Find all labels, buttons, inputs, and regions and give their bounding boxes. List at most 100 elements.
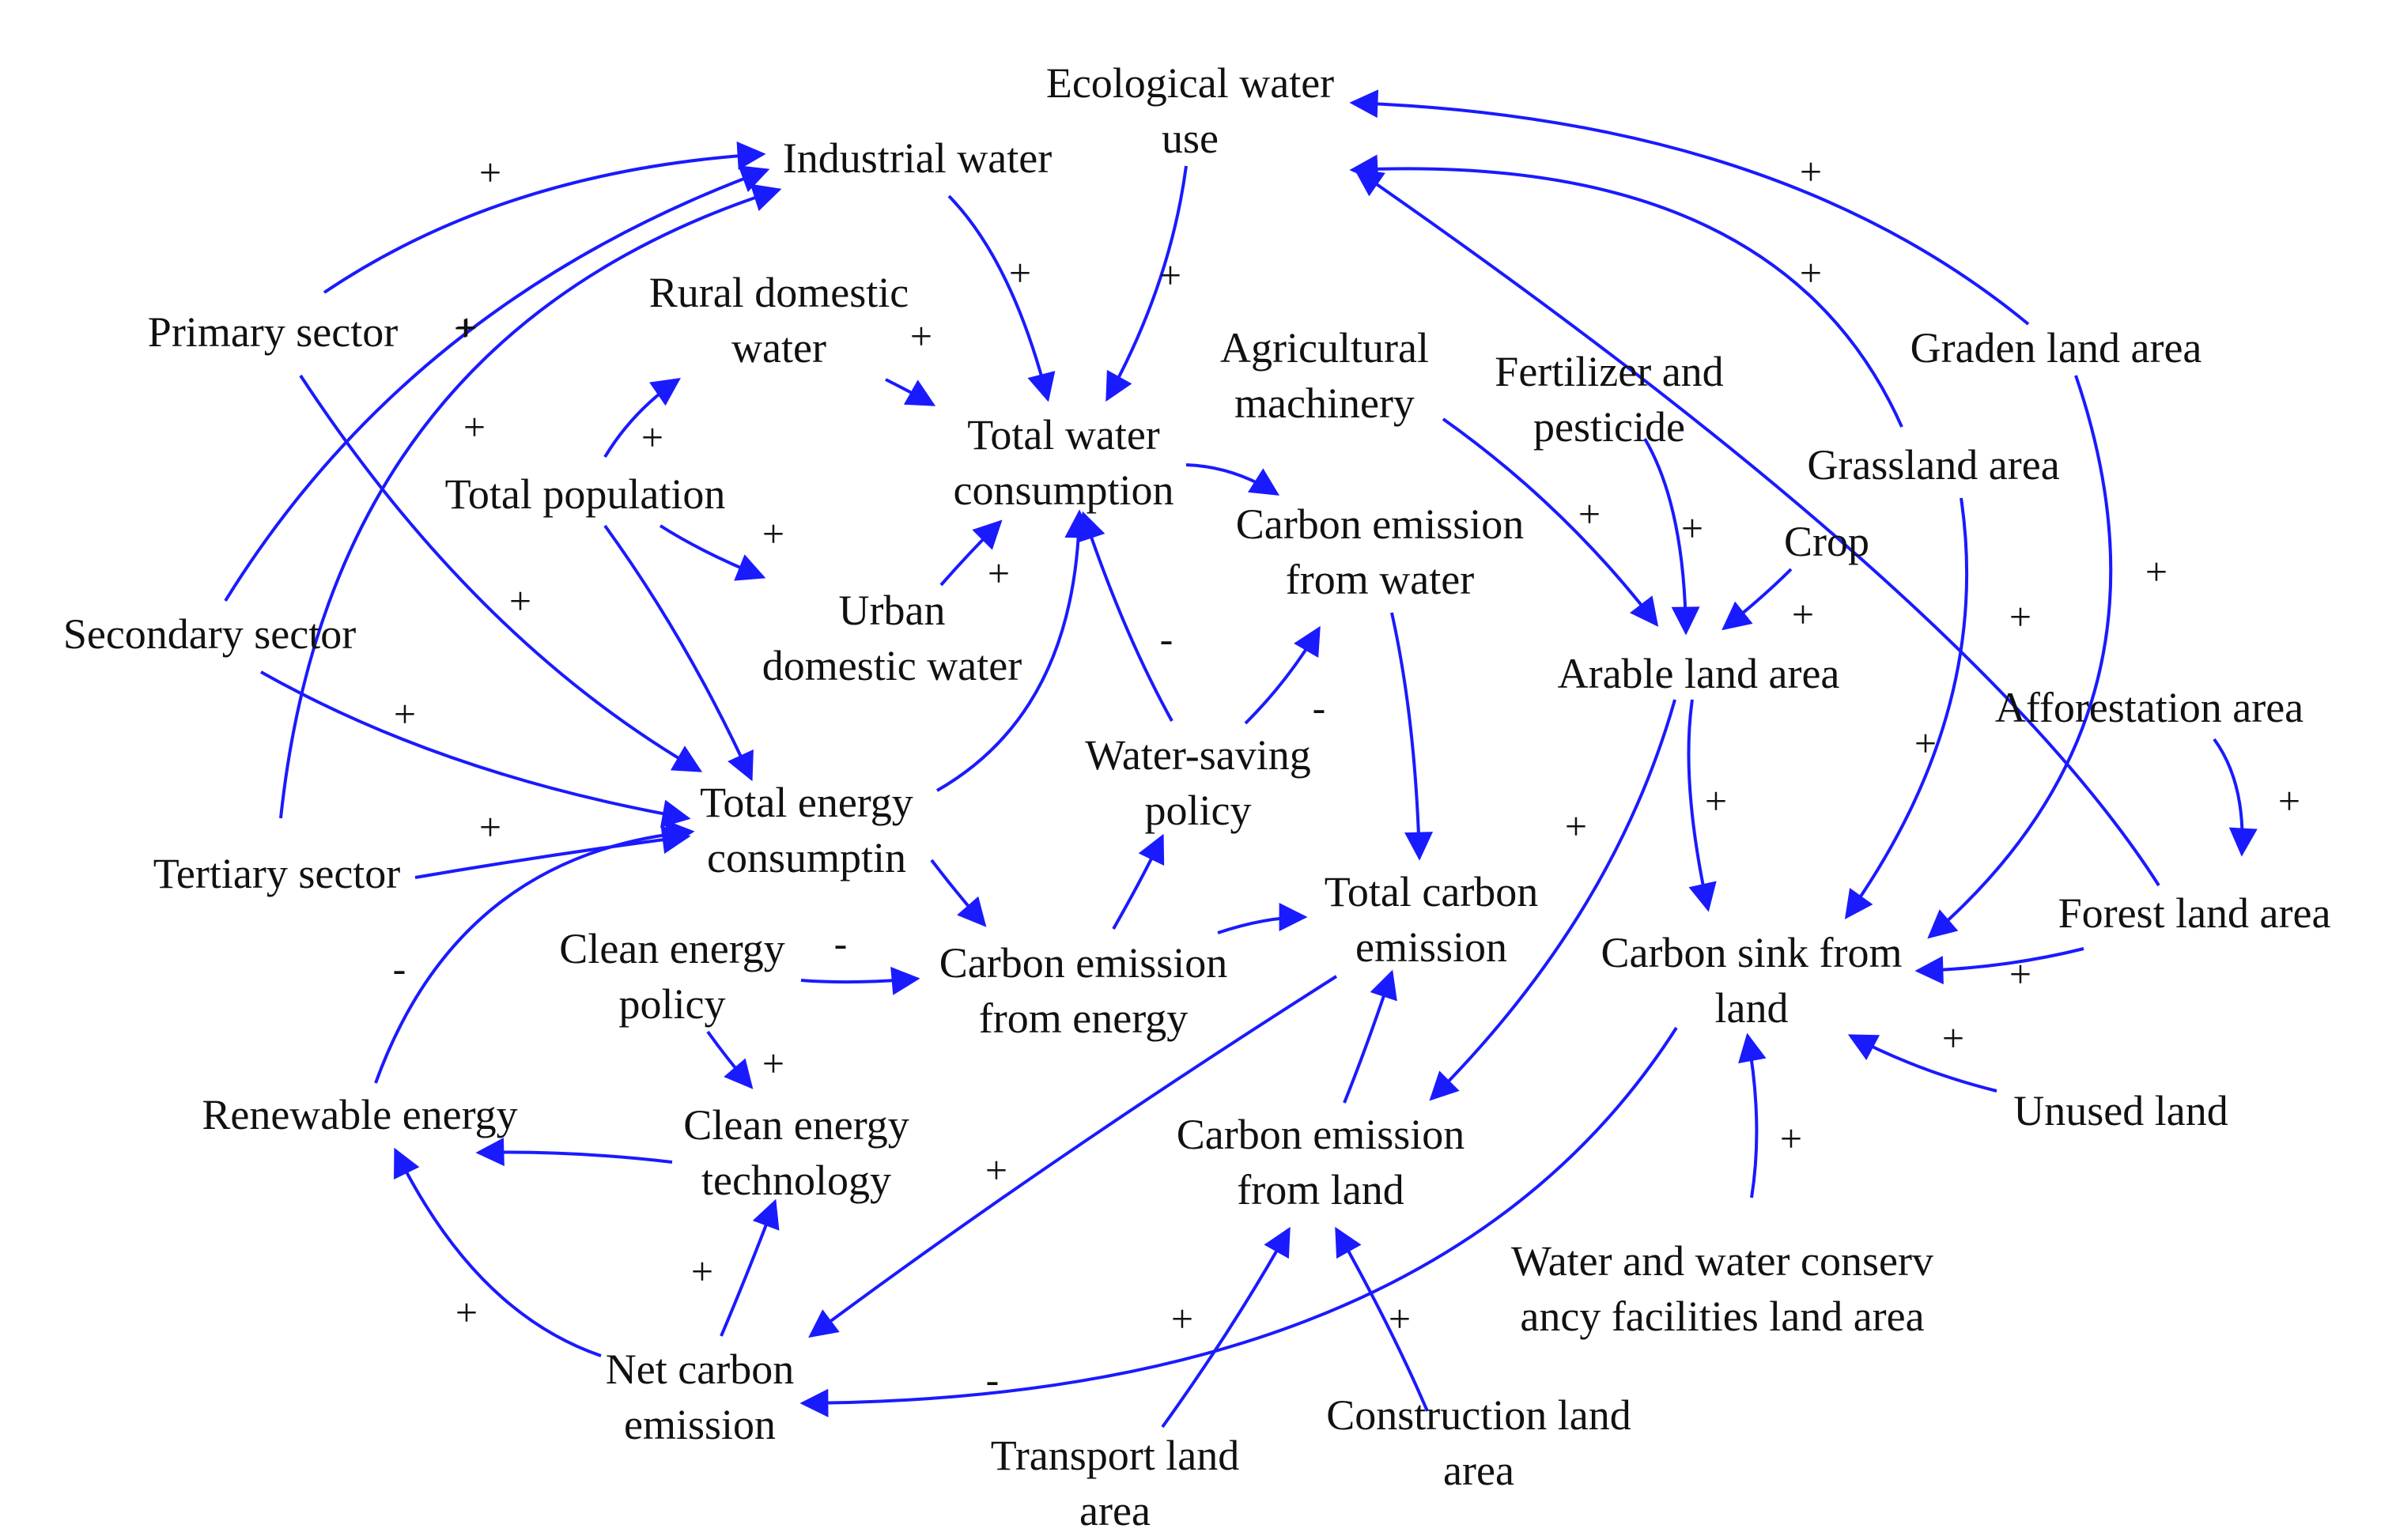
causal-link-total-population-to-urban-domestic-water [659,524,766,581]
causal-link-total-water-consumption-to-carbon-emission-from-water [1185,463,1280,496]
causal-link-forest-land-area-to-carbon-sink-from-land [1914,947,2084,985]
polarity-sign: + [1008,251,1032,295]
causal-link-renewable-energy-to-total-energy-consumption [374,820,695,1084]
polarity-sign: + [1914,721,1937,765]
node-carbon-sink-from-land: Carbon sink from land [1601,929,1903,1032]
polarity-sign: + [1564,804,1588,848]
causal-link-tertiary-sector-to-total-energy-consumption [414,825,691,879]
polarity-sign: + [1158,253,1182,297]
node-unused-land: Unused land [2013,1087,2228,1134]
causal-link-total-population-to-total-energy-consumption [603,524,754,782]
polarity-sign: - [985,1357,1000,1402]
causal-link-carbon-emission-from-water-to-total-carbon-emission [1390,612,1434,861]
causal-link-unused-land-to-carbon-sink-from-land [1847,1034,1997,1093]
polarity-sign: + [2009,594,2032,639]
polarity-sign: + [641,415,664,459]
causal-link-carbon-emission-from-energy-to-total-carbon-emission [1217,903,1308,934]
causal-link-carbon-sink-from-land-to-net-carbon-emission [799,1026,1678,1417]
causal-link-water-saving-policy-to-total-water-consumption [1078,511,1173,722]
polarity-sign: + [1799,251,1823,295]
node-afforestation-area: Afforestation area [1994,684,2304,731]
node-total-water-consumption: Total water consumption [953,411,1174,514]
node-net-carbon-emission: Net carbon emission [605,1346,795,1448]
causal-link-secondary-sector-to-industrial-water [224,165,770,602]
node-agricultural-machinery: Agricultural machinery [1220,324,1429,427]
polarity-sign: + [2277,779,2301,823]
polarity-sign: + [1170,1297,1194,1341]
causal-link-arable-land-area-to-carbon-emission-from-land [1429,699,1676,1101]
node-transport-land-area: Transport land area [990,1432,1240,1534]
node-arable-land-area: Arable land area [1557,650,1840,697]
node-clean-energy-policy: Clean energy policy [559,925,785,1028]
causal-link-clean-energy-policy-to-clean-energy-technology [706,1030,754,1089]
causal-link-primary-sector-to-total-energy-consumption [299,374,703,772]
polarity-sign: + [762,511,785,556]
polarity-sign: + [1791,592,1815,636]
causal-link-industrial-water-to-total-water-consumption [947,194,1056,402]
causal-link-agricultural-machinery-to-arable-land-area [1442,417,1659,627]
causal-link-construction-land-area-to-carbon-emission-from-land [1335,1226,1429,1412]
polarity-sign: + [455,1290,478,1334]
node-crop: Crop [1784,518,1869,565]
polarity-sign: + [1941,1016,1965,1060]
node-carbon-emission-from-land: Carbon emission from land [1176,1111,1465,1214]
polarity-sign: + [393,692,417,736]
polarity-sign: + [478,150,502,194]
polarity-sign: - [392,946,406,991]
node-rural-domestic-water: Rural domestic water [648,269,909,372]
node-clean-energy-technology: Clean energy technology [683,1101,909,1204]
polarity-sign: + [690,1249,714,1293]
causal-link-transport-land-area-to-carbon-emission-from-land [1161,1226,1291,1429]
polarity-sign: + [478,805,502,849]
polarity-sign: + [1578,492,1601,536]
polarity-sign: + [762,1041,785,1085]
causal-link-urban-domestic-water-to-total-water-consumption [939,519,1003,587]
polarity-sign: + [2009,952,2032,996]
node-fertilizer-and-pesticide: Fertilizer and pesticide [1495,348,1724,451]
polarity-sign: + [909,314,933,358]
causal-link-total-carbon-emission-to-net-carbon-emission [808,975,1338,1338]
node-industrial-water: Industrial water [782,134,1053,182]
causal-link-crop-to-arable-land-area [1722,568,1793,631]
causal-link-graden-land-area-to-carbon-sink-from-land [1927,375,2113,939]
node-graden-land-area: Graden land area [1910,324,2202,372]
node-water-conservancy-land-area: Water and water conserv ancy facilities … [1511,1237,1933,1340]
node-carbon-emission-from-energy: Carbon emission from energy [939,939,1228,1042]
causal-link-afforestation-area-to-forest-land-area [2213,738,2258,857]
causal-link-net-carbon-emission-to-renewable-energy [394,1147,602,1357]
node-primary-sector: Primary sector [147,308,399,356]
causal-link-graden-land-area-to-ecological-water-use [1349,89,2030,326]
causal-link-rural-domestic-water-to-total-water-consumption [885,378,936,406]
node-total-energy-consumption: Total energy consumptin [700,779,913,881]
node-total-carbon-emission: Total carbon emission [1324,868,1539,971]
polarity-sign: - [833,921,848,965]
causal-link-clean-energy-policy-to-carbon-emission-from-energy [800,966,920,995]
causal-link-tertiary-sector-to-industrial-water [279,183,782,819]
causal-link-fertilizer-and-pesticide-to-arable-land-area [1643,437,1700,636]
node-ecological-water-use: Ecological water use [1045,59,1335,162]
node-carbon-emission-from-water: Carbon emission from water [1235,500,1525,603]
polarity-sign: + [453,306,477,350]
polarity-sign: + [463,405,486,449]
polarity-sign: + [508,579,532,623]
causal-link-total-energy-consumption-to-total-water-consumption [936,509,1094,792]
polarity-sign: + [1779,1116,1803,1161]
causal-link-grassland-area-to-ecological-water-use [1349,154,1903,428]
node-grassland-area: Grassland area [1807,441,2060,489]
polarity-sign: + [1704,779,1728,823]
causal-link-secondary-sector-to-total-energy-consumption [260,670,691,829]
polarity-sign: + [985,1148,1008,1192]
polarity-sign: + [1388,1297,1412,1341]
causal-link-forest-land-area-to-ecological-water-use [1354,168,2160,887]
causal-link-arable-land-area-to-carbon-sink-from-land [1687,699,1717,912]
node-water-saving-policy: Water-saving policy [1085,731,1311,834]
polarity-sign: + [1799,149,1823,194]
causal-link-ecological-water-use-to-total-water-consumption [1105,165,1188,402]
node-secondary-sector: Secondary sector [62,610,357,658]
polarity-sign: - [1312,685,1326,730]
causal-link-total-population-to-rural-domestic-water [603,377,681,459]
causal-link-water-conservancy-land-area-to-carbon-sink-from-land [1738,1032,1767,1198]
node-forest-land-area: Forest land area [2058,889,2331,937]
polarity-sign: + [987,551,1011,595]
